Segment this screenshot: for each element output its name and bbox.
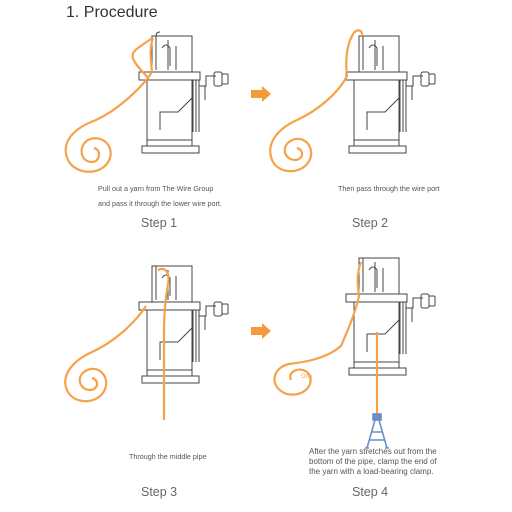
winder-machine [345, 257, 436, 376]
yarn [64, 37, 155, 173]
step-1-label: Step 1 [141, 216, 178, 230]
step-1-to-2-arrow [251, 86, 271, 102]
panel-step-3 [64, 265, 229, 420]
step-3-caption-line-1: Through the middle pipe [129, 452, 207, 461]
yarn [273, 261, 379, 418]
step-1-caption-line-1: Pull out a yarn from The Wire Group [98, 184, 214, 193]
yarn [64, 267, 170, 420]
panel-step-1 [64, 31, 229, 173]
step-3-to-4-arrow [251, 323, 271, 339]
panel-step-4 [273, 257, 436, 449]
step-2-label: Step 2 [352, 216, 389, 230]
winder-machine [345, 35, 436, 154]
load-bearing-clamp [365, 413, 389, 449]
panel-step-2 [269, 29, 436, 173]
step-4-caption-line-3: the yarn with a load-bearing clamp. [309, 467, 434, 476]
winder-machine [138, 265, 229, 384]
step-4-label: Step 4 [352, 485, 389, 499]
step-1-caption-line-2: and pass it through the lower wire port. [98, 199, 222, 208]
page-title: 1. Procedure [66, 4, 158, 21]
yarn [269, 29, 364, 173]
winder-machine [138, 31, 229, 154]
step-4-caption-line-2: bottom of the pipe, clamp the end of [309, 457, 437, 466]
step-4-caption-line-1: After the yarn stretches out from the [309, 447, 437, 456]
step-3-label: Step 3 [141, 485, 178, 499]
yarn-label: One [301, 374, 313, 380]
step-2-caption-line-1: Then pass through the wire port [338, 184, 440, 193]
